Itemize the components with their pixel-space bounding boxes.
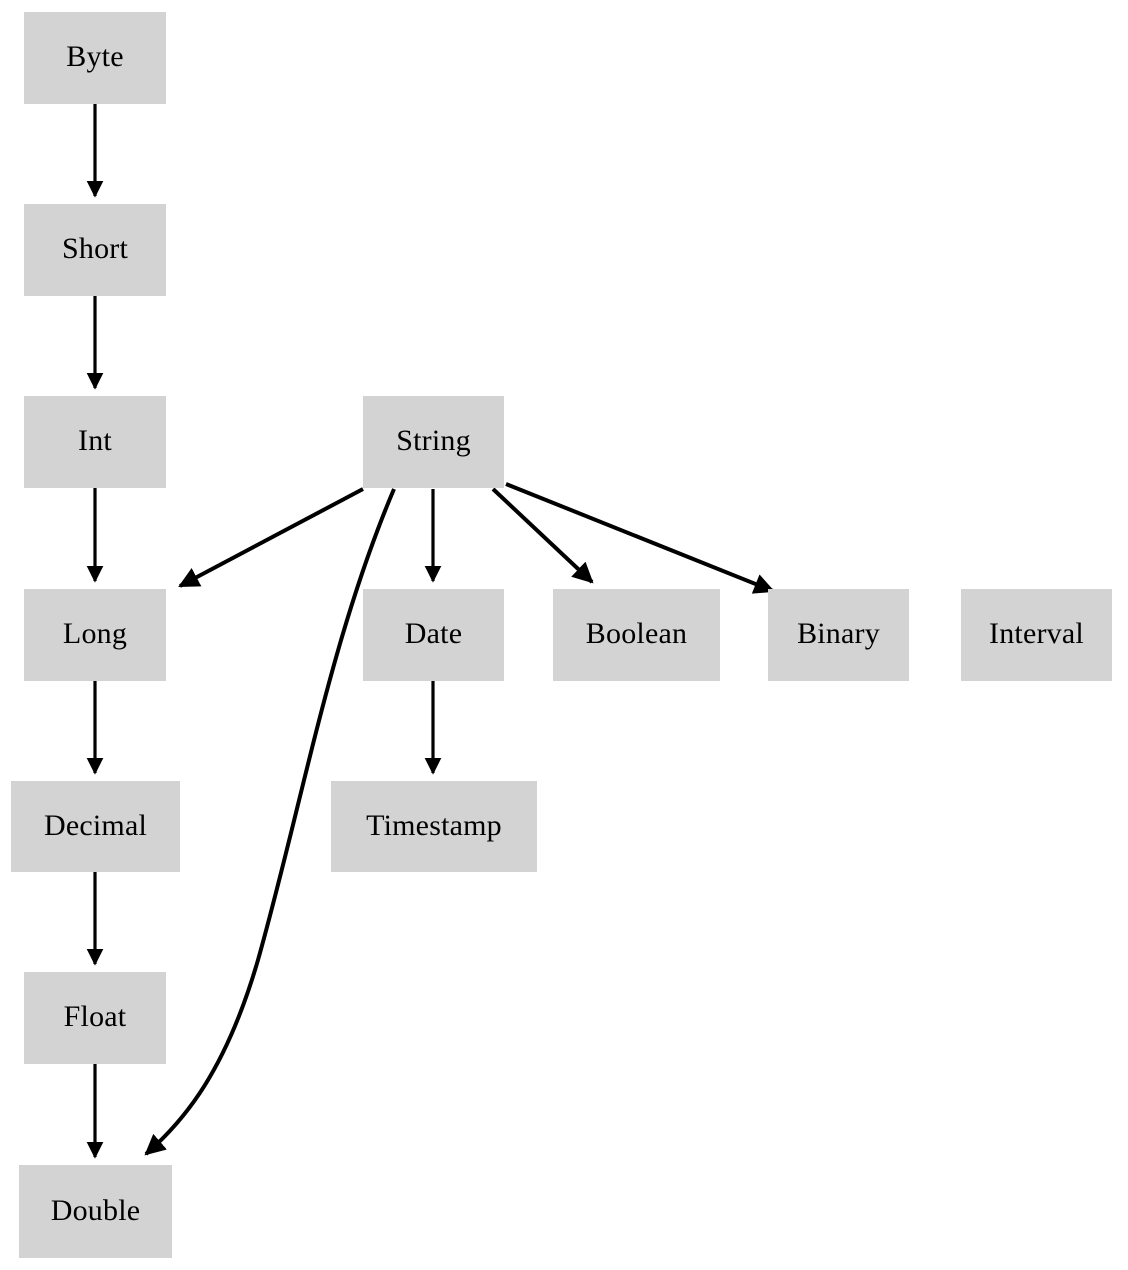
node-label-string: String	[396, 424, 471, 457]
node-label-float: Float	[63, 1000, 127, 1033]
node-decimal[interactable]: Decimal	[11, 781, 180, 872]
edge-string-binary	[505, 482, 775, 594]
edge-string-long	[178, 487, 364, 588]
node-label-int: Int	[78, 424, 112, 457]
node-label-date: Date	[404, 617, 463, 650]
node-timestamp[interactable]: Timestamp	[331, 781, 537, 872]
node-string[interactable]: String	[363, 396, 504, 488]
edge-string-boolean	[491, 487, 594, 584]
node-boolean[interactable]: Boolean	[553, 589, 720, 681]
node-binary[interactable]: Binary	[768, 589, 909, 681]
node-double[interactable]: Double	[19, 1165, 172, 1258]
node-label-timestamp: Timestamp	[366, 808, 502, 842]
node-label-long: Long	[62, 617, 128, 650]
node-int[interactable]: Int	[24, 396, 166, 488]
node-date[interactable]: Date	[363, 589, 504, 681]
node-label-binary: Binary	[797, 617, 880, 650]
node-long[interactable]: Long	[24, 589, 166, 681]
node-short[interactable]: Short	[24, 204, 166, 296]
node-label-boolean: Boolean	[585, 617, 688, 650]
node-label-short: Short	[61, 232, 128, 265]
node-byte[interactable]: Byte	[24, 12, 166, 104]
node-float[interactable]: Float	[24, 972, 166, 1064]
node-interval[interactable]: Interval	[961, 589, 1112, 681]
node-label-decimal: Decimal	[43, 808, 148, 842]
node-label-double: Double	[50, 1193, 141, 1227]
node-label-interval: Interval	[989, 617, 1084, 650]
node-label-byte: Byte	[66, 40, 124, 73]
